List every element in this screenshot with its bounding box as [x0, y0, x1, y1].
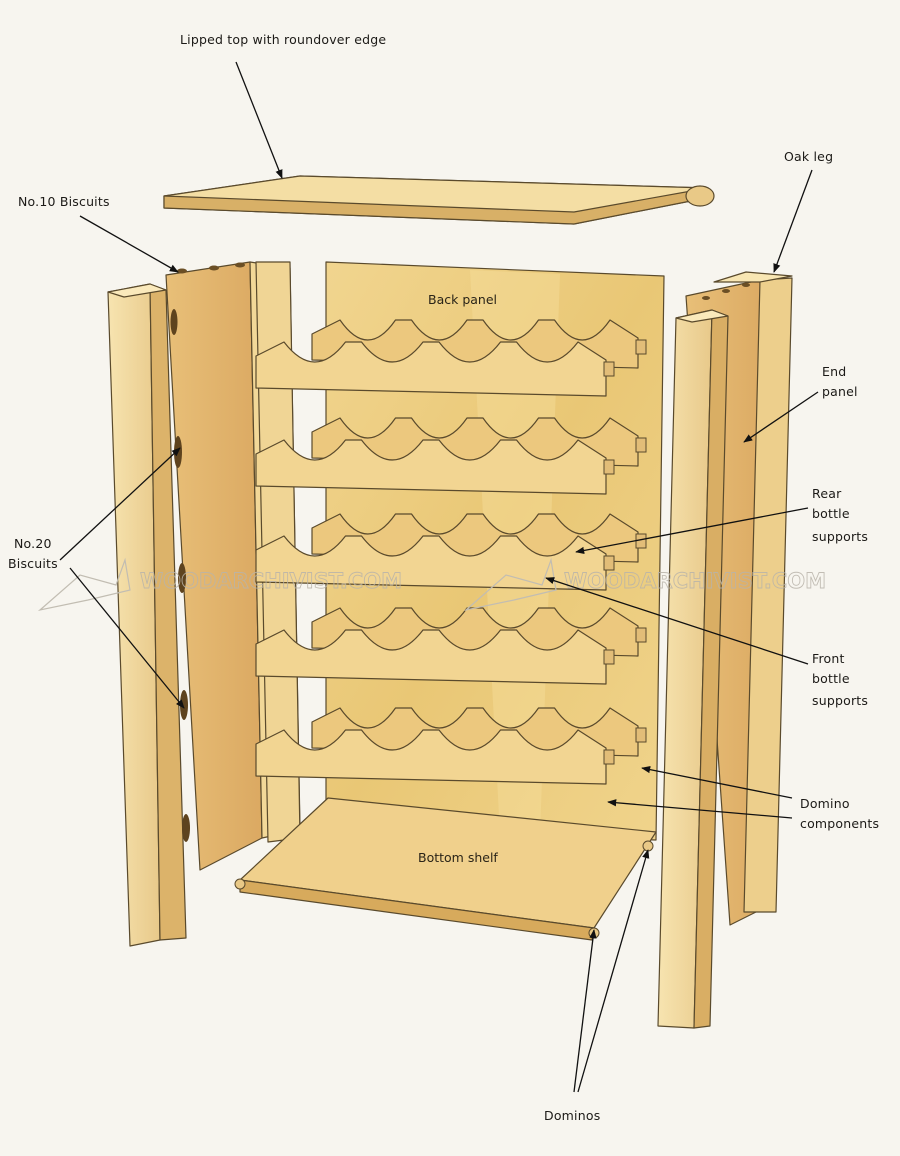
rear-bottle-support	[311, 319, 647, 369]
watermark-text-right: WOODARCHIVIST.COM	[564, 569, 826, 593]
domino-tenon	[635, 437, 647, 453]
domino-tenon	[603, 361, 615, 377]
domino-tenon	[603, 649, 615, 665]
lipped-top	[163, 175, 715, 225]
right-front-leg	[657, 309, 729, 1029]
label-end-panel-2: panel	[822, 384, 858, 399]
label-bottom-shelf: Bottom shelf	[418, 850, 498, 865]
label-domino-components-1: Domino	[800, 796, 850, 811]
label-domino-components-2: components	[800, 816, 879, 831]
domino-tenon	[603, 749, 615, 765]
label-oak-leg: Oak leg	[784, 149, 833, 164]
rear-bottle-support	[311, 607, 647, 657]
domino-tenon	[635, 533, 647, 549]
callouts: Lipped top with roundover edge Oak leg N…	[8, 32, 879, 1123]
front-bottle-support	[255, 535, 615, 591]
watermark-text-left: WOODARCHIVIST.COM	[140, 569, 402, 593]
no10-biscuit-slots-right	[702, 283, 750, 300]
label-dominos: Dominos	[544, 1108, 600, 1123]
label-no20-2: Biscuits	[8, 556, 58, 571]
label-back-panel: Back panel	[428, 292, 497, 307]
no10-biscuit-slots	[177, 262, 245, 274]
label-end-panel-1: End	[822, 364, 846, 379]
watermark-logo-right	[463, 557, 557, 612]
oak-leg	[713, 271, 793, 913]
watermark: WOODARCHIVIST.COM WOODARCHIVIST.COM	[37, 557, 826, 612]
label-rear-1: Rear	[812, 486, 842, 501]
domino-tenon	[635, 727, 647, 743]
rear-bottle-support	[311, 417, 647, 467]
label-no10-biscuits: No.10 Biscuits	[18, 194, 110, 209]
front-bottle-support	[255, 439, 615, 495]
left-front-leg	[107, 283, 190, 947]
front-bottle-support	[255, 341, 615, 397]
domino-tenon	[603, 459, 615, 475]
front-bottle-support	[255, 629, 615, 685]
bottom-shelf	[234, 797, 657, 941]
bottle-supports	[255, 319, 647, 785]
domino-tenon	[603, 555, 615, 571]
label-rear-2: bottle	[812, 506, 850, 521]
label-front-2: bottle	[812, 671, 850, 686]
label-rear-3: supports	[812, 529, 868, 544]
front-bottle-support	[255, 729, 615, 785]
rear-bottle-support	[311, 513, 647, 563]
label-lipped-top: Lipped top with roundover edge	[180, 32, 386, 47]
domino-tenon	[635, 627, 647, 643]
watermark-logo-left	[37, 557, 131, 612]
label-no20-1: No.20	[14, 536, 52, 551]
label-front-3: supports	[812, 693, 868, 708]
domino-tenon	[635, 339, 647, 355]
leader-arrows	[59, 61, 819, 1093]
rear-bottle-support	[311, 707, 647, 757]
label-front-1: Front	[812, 651, 845, 666]
